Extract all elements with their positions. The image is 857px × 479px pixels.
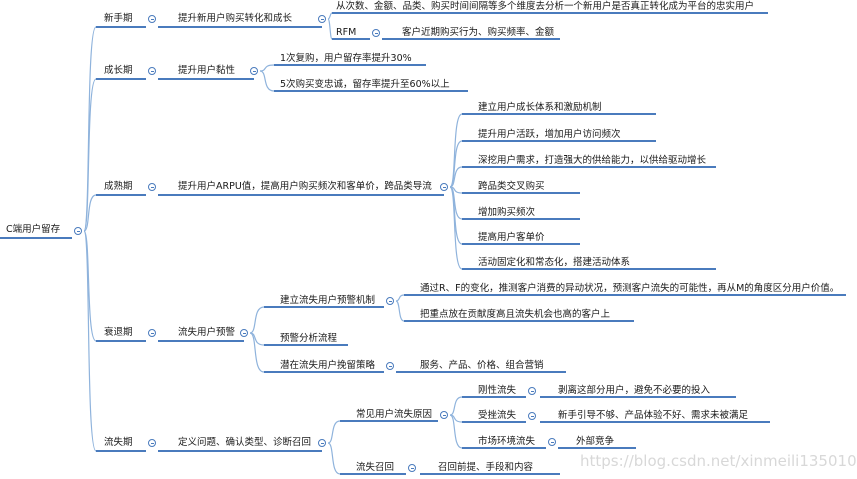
rigid-detail[interactable]: 剥离这部分用户，避免不必要的投入 — [558, 385, 711, 396]
root-node[interactable]: C端用户留存 — [6, 224, 61, 235]
churn-reason-market[interactable]: 市场环境流失 — [478, 436, 536, 447]
stage-churn-collapse-icon[interactable] — [148, 439, 156, 447]
connector-reasons-c — [449, 414, 463, 449]
growth-item-loyalty[interactable]: 5次购买变忠诚，留存率提升至60%以上 — [280, 79, 450, 90]
churn-reasons-collapse-icon[interactable] — [440, 411, 448, 419]
connector-decline-c — [249, 332, 265, 373]
connector-root-mature — [83, 194, 97, 232]
churn-recall-collapse-icon[interactable] — [408, 464, 416, 472]
stage-growth-collapse-icon[interactable] — [148, 67, 156, 75]
stage-growth-goal[interactable]: 提升用户黏性 — [178, 65, 236, 76]
connector-growth-a — [259, 64, 275, 72]
connector-reasons-a — [449, 396, 463, 416]
retention-strategy-collapse-icon[interactable] — [386, 362, 394, 370]
connector-root-churn — [83, 230, 97, 452]
decline-warning-process[interactable]: 预警分析流程 — [280, 333, 338, 344]
frustrated-detail[interactable]: 新手引导不够、产品体验不好、需求未被满足 — [558, 410, 749, 421]
stage-mature-collapse-icon[interactable] — [148, 183, 156, 191]
stage-growth[interactable]: 成长期 — [104, 65, 133, 76]
warning-mechanism-collapse-icon[interactable] — [386, 297, 394, 305]
stage-mature-goal[interactable]: 提升用户ARPU值，提高用户购买频次和客单价，跨品类导流 — [178, 181, 432, 192]
connector-root-growth — [83, 78, 97, 232]
growth-item-repurchase[interactable]: 1次复购，用户留存率提升30% — [280, 53, 412, 64]
stage-newbie[interactable]: 新手期 — [104, 13, 133, 24]
rigid-collapse-icon[interactable] — [528, 387, 536, 395]
connector-churn-a — [327, 420, 341, 444]
stage-newbie-goal-collapse-icon[interactable] — [318, 15, 326, 23]
connector-mature-2 — [449, 140, 463, 188]
connector-root-decline — [83, 230, 97, 342]
stage-decline-goal[interactable]: 流失用户预警 — [178, 327, 236, 338]
stage-churn[interactable]: 流失期 — [104, 437, 133, 448]
stage-decline[interactable]: 衰退期 — [104, 327, 133, 338]
connector-mature-3 — [449, 166, 463, 188]
retention-strategy-detail[interactable]: 服务、产品、价格、组合营销 — [420, 360, 544, 371]
connector-newbie-b — [327, 18, 333, 40]
root-collapse-icon[interactable] — [74, 227, 82, 235]
mature-item-3[interactable]: 深挖用户需求，打造强大的供给能力，以供给驱动增长 — [478, 155, 707, 166]
connector-mature-7 — [449, 186, 463, 270]
market-collapse-icon[interactable] — [548, 438, 556, 446]
mature-item-7[interactable]: 活动固定化和常态化，搭建活动体系 — [478, 257, 631, 268]
churn-reason-frustrated[interactable]: 受挫流失 — [478, 410, 517, 421]
mature-item-1[interactable]: 建立用户成长体系和激励机制 — [478, 102, 602, 113]
connector-newbie-a — [327, 12, 333, 20]
connector-growth-b — [259, 70, 275, 92]
churn-reasons[interactable]: 常见用户流失原因 — [356, 409, 433, 420]
warning-detail-rfm[interactable]: 通过R、F的变化，推测客户消费的异动状况，预测客户流失的可能性，再从M的角度区分… — [420, 283, 840, 294]
churn-reason-rigid[interactable]: 刚性流失 — [478, 385, 517, 396]
connector-decline-a — [249, 306, 265, 334]
stage-mature-goal-collapse-icon[interactable] — [440, 183, 448, 191]
connector-mature-6 — [449, 186, 463, 245]
mature-item-4[interactable]: 跨品类交叉购买 — [478, 181, 545, 192]
stage-churn-goal[interactable]: 定义问题、确认类型、诊断召回 — [178, 437, 312, 448]
mature-item-5[interactable]: 增加购买频次 — [478, 207, 536, 218]
connector-warning-b — [395, 300, 405, 322]
mature-item-6[interactable]: 提高用户客单价 — [478, 232, 545, 243]
churn-recall-detail[interactable]: 召回前提、手段和内容 — [438, 462, 534, 473]
decline-retention-strategy[interactable]: 潜在流失用户挽留策略 — [280, 360, 376, 371]
warning-detail-focus[interactable]: 把重点放在贡献度高且流失机会也高的客户上 — [420, 309, 611, 320]
stage-churn-goal-collapse-icon[interactable] — [318, 439, 326, 447]
frustrated-collapse-icon[interactable] — [528, 412, 536, 420]
stage-mature[interactable]: 成熟期 — [104, 181, 133, 192]
stage-decline-collapse-icon[interactable] — [148, 329, 156, 337]
watermark: https://blog.csdn.net/xinmeili135010 — [580, 452, 857, 470]
stage-newbie-collapse-icon[interactable] — [148, 15, 156, 23]
rfm-detail[interactable]: 客户近期购买行为、购买频率、金额 — [402, 27, 555, 38]
decline-warning-mechanism[interactable]: 建立流失用户预警机制 — [280, 295, 376, 306]
stage-decline-goal-collapse-icon[interactable] — [240, 329, 248, 337]
stage-growth-goal-collapse-icon[interactable] — [250, 67, 258, 75]
stage-newbie-goal[interactable]: 提升新用户购买转化和成长 — [178, 13, 293, 24]
rfm-collapse-icon[interactable] — [372, 29, 380, 37]
newbie-rfm-item[interactable]: RFM — [336, 27, 357, 38]
connector-churn-b — [327, 442, 341, 475]
newbie-analysis-item[interactable]: 从次数、金额、品类、购买时间间隔等多个维度去分析一个新用户是否真正转化成为平台的… — [336, 1, 755, 12]
mature-item-2[interactable]: 提升用户活跃，增加用户访问频次 — [478, 129, 621, 140]
market-detail[interactable]: 外部竞争 — [576, 436, 615, 447]
connector-warning-a — [395, 294, 405, 302]
churn-recall[interactable]: 流失召回 — [356, 462, 395, 473]
